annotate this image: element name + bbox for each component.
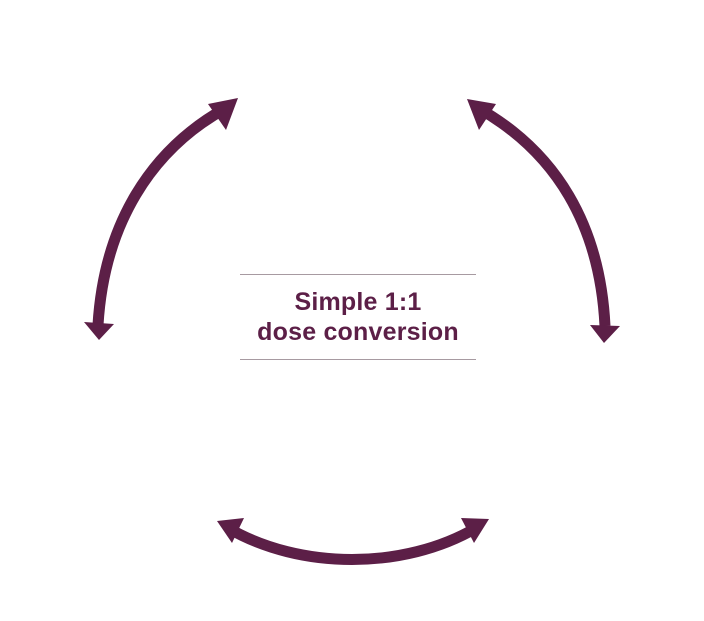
top-divider [240,274,476,275]
arrowhead-top [467,99,496,130]
center-label-line1: Simple 1:1 [294,288,422,316]
arrowhead-bottom [84,322,114,340]
center-label: Simple 1:1 dose conversion [240,274,476,360]
right-arc-arrow [467,99,620,343]
left-arc-arrow [84,98,238,340]
bottom-arc-arrow [217,518,489,565]
arrowhead-bottom [590,325,620,343]
arrowhead-left [217,518,244,543]
center-label-line2: dose conversion [257,318,459,346]
arrowhead-top [208,98,238,130]
arrowhead-right [461,518,489,543]
bottom-divider [240,359,476,360]
